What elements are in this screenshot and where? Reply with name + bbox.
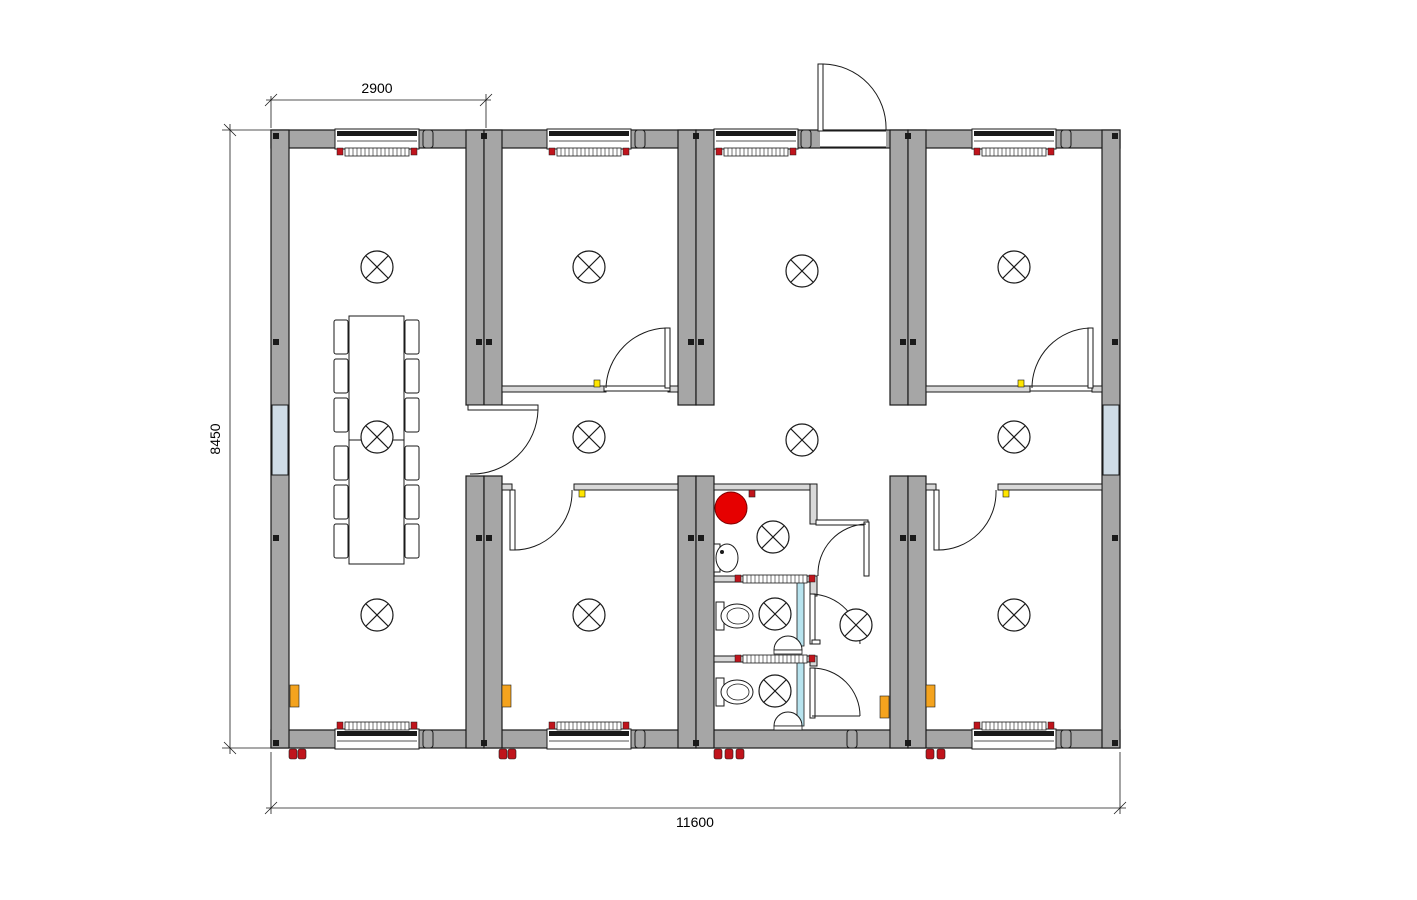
toilet-icon [715, 601, 754, 631]
dimension-left [222, 123, 271, 755]
door-meeting-room [467, 404, 539, 475]
door-wc-stall-2 [809, 667, 861, 719]
light-switches [578, 379, 1025, 498]
toilet-icon [715, 677, 754, 707]
entrance-door [817, 63, 887, 132]
door-room-5 [509, 489, 573, 551]
dimension-left-label: 8450 [207, 423, 223, 454]
dimension-bottom-label: 11600 [676, 814, 714, 830]
sink-icon [713, 543, 739, 573]
door-wc-entry [815, 519, 870, 577]
door-room-4 [1029, 327, 1094, 392]
electrical-panels [289, 684, 936, 719]
glass-partition-1 [796, 581, 805, 647]
window-left [271, 404, 289, 476]
entrance-opening [820, 131, 886, 147]
fire-alarm-icon [714, 491, 748, 525]
window-right [1102, 404, 1120, 476]
dimension-top-label: 2900 [361, 80, 392, 96]
door-room-6 [933, 489, 997, 551]
dimension-top [264, 93, 493, 128]
dimension-bottom [264, 752, 1127, 815]
door-room-2 [603, 327, 671, 392]
power-outlets [288, 748, 946, 760]
